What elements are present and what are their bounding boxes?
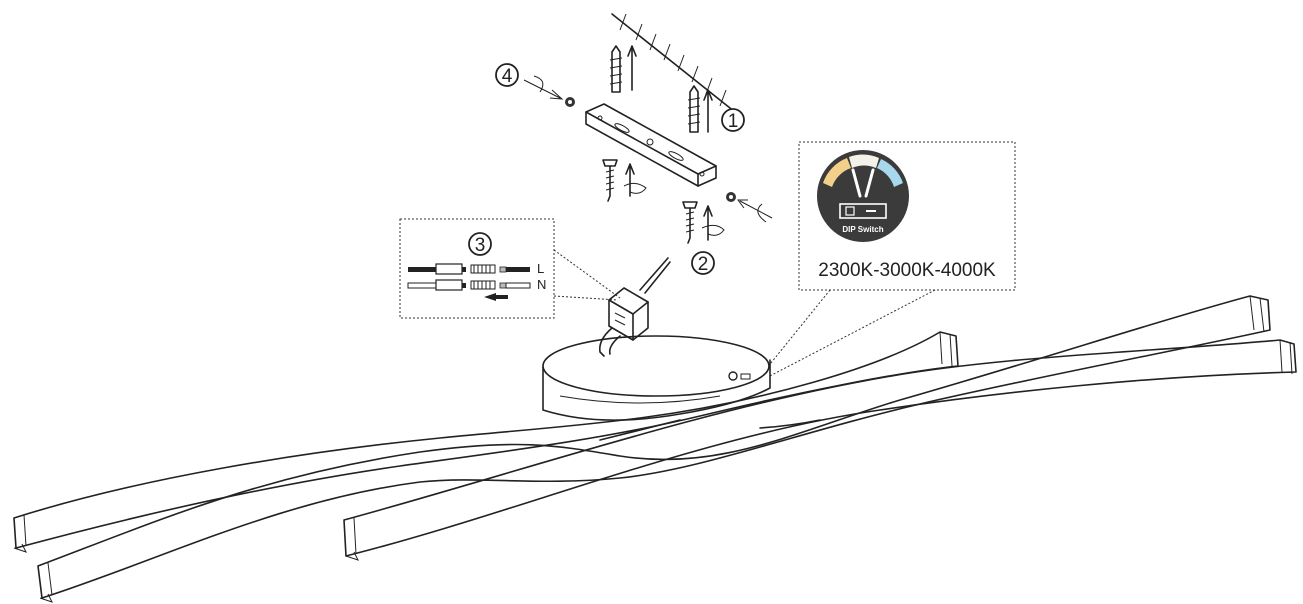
rotate-arrow-icon xyxy=(701,205,725,241)
terminal-block xyxy=(598,257,671,357)
arm-crossing-lines xyxy=(599,419,821,441)
warm-segment xyxy=(823,158,851,187)
arrow-left-icon xyxy=(484,293,508,301)
wall-plug-left xyxy=(609,45,623,93)
nut-left xyxy=(565,97,575,107)
neutral-wire xyxy=(407,279,531,291)
dip-switch-label: DIP Switch xyxy=(842,225,883,234)
screw-left xyxy=(602,159,618,202)
led-arm-middle xyxy=(37,295,1271,603)
dip-switch-badge: DIP Switch xyxy=(817,150,909,242)
wall-plug-right xyxy=(687,85,701,133)
neutral-label: N xyxy=(537,277,546,292)
step-2-number: 2 xyxy=(698,254,709,275)
nut-right xyxy=(726,192,736,202)
arrow-up-icon xyxy=(627,45,637,91)
screwdriver-arrow-icon xyxy=(523,75,564,100)
led-arm-front xyxy=(13,331,959,553)
rotate-arrow-icon xyxy=(623,163,647,197)
wiring-callout-leader xyxy=(553,249,621,301)
step-4-number: 4 xyxy=(502,66,513,87)
switch-icon xyxy=(839,203,887,219)
wiring-callout: 3 L N xyxy=(399,218,555,319)
live-label: L xyxy=(537,261,544,276)
mounting-bracket xyxy=(585,103,717,187)
dip-switch-callout: DIP Switch 2300K-3000K-4000K xyxy=(798,141,1016,291)
color-temperature-options: 2300K-3000K-4000K xyxy=(818,260,996,281)
cool-segment xyxy=(877,159,903,187)
step-1-marker: 1 xyxy=(721,108,745,132)
needle-icon xyxy=(864,168,875,198)
dip-callout-leader xyxy=(761,289,936,379)
screwdriver-arrow-icon xyxy=(737,199,773,223)
ceiling-surface xyxy=(611,13,736,113)
dip-switch-port xyxy=(728,371,738,381)
live-wire xyxy=(408,263,530,275)
step-1-number: 1 xyxy=(728,111,739,132)
led-arm-back xyxy=(343,339,1297,561)
step-2-marker: 2 xyxy=(691,251,715,275)
needle-icon xyxy=(851,168,862,198)
step-3-number: 3 xyxy=(475,235,486,256)
screw-right xyxy=(682,201,698,244)
neutral-segment xyxy=(849,154,879,168)
arrow-up-icon xyxy=(703,89,713,133)
step-4-marker: 4 xyxy=(495,63,519,87)
